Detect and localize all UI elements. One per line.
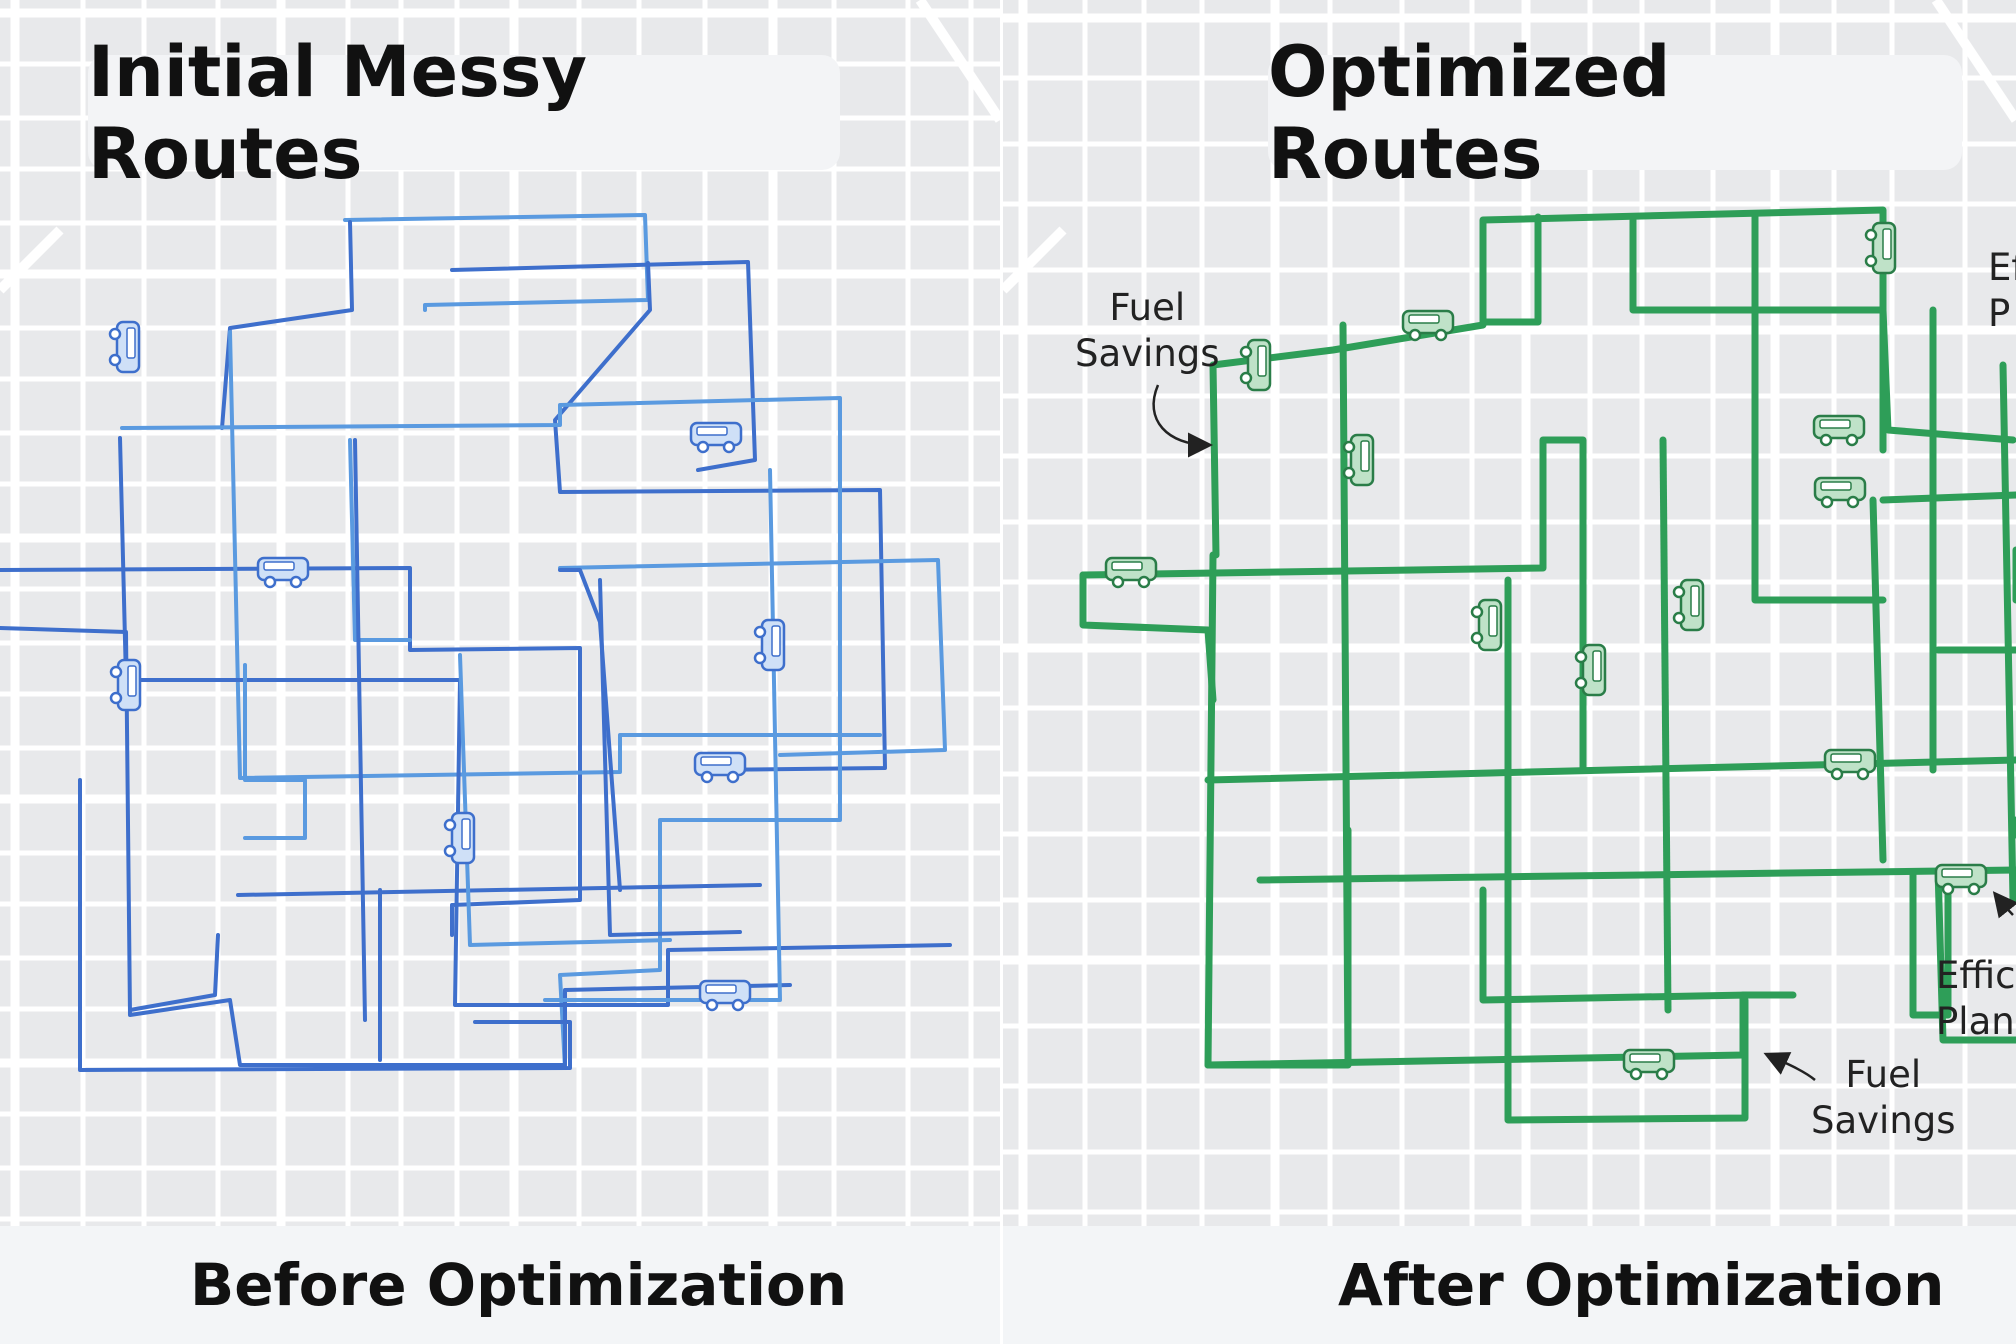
route-path — [598, 578, 742, 937]
van-icon — [753, 618, 786, 672]
van-icon — [689, 421, 743, 454]
annotation-fuel-savings-bottom: Fuel Savings — [1811, 1053, 1956, 1142]
van-icon — [1813, 476, 1867, 509]
van-icon — [256, 556, 310, 589]
route-path — [120, 396, 842, 1070]
route-path — [243, 663, 307, 840]
route-path — [1204, 991, 1797, 1069]
route-path — [1079, 571, 1217, 704]
van-icon — [1812, 414, 1866, 447]
van-icon — [1470, 598, 1503, 652]
van-icon — [1672, 578, 1705, 632]
route-path — [1339, 321, 1352, 1064]
after-panel: Optimized Routes Fuel Savings Ef P Effic… — [1003, 0, 2016, 1344]
van-icon — [698, 979, 752, 1012]
curved-arrow-icon — [1152, 384, 1213, 458]
annotation-cut-right: Ef P — [1988, 246, 2016, 335]
van-icon — [109, 658, 142, 712]
van-icon — [1239, 338, 1272, 392]
van-icon — [1574, 643, 1607, 697]
van-icon — [108, 320, 141, 374]
after-caption: After Optimization — [1003, 1226, 2016, 1344]
route-path — [558, 568, 622, 892]
street-line — [1931, 0, 2016, 123]
route-path — [1256, 866, 2016, 884]
van-icon — [1823, 748, 1877, 781]
van-icon — [1104, 556, 1158, 589]
curved-arrow-icon — [1763, 1052, 1816, 1081]
route-path — [1479, 886, 1752, 1004]
panel-divider — [1000, 0, 1003, 1344]
van-icon — [1934, 863, 1988, 896]
vehicle-markers — [1104, 221, 1988, 1081]
route-path — [236, 883, 762, 897]
after-title: Optimized Routes — [1268, 31, 1962, 195]
route-path — [1934, 866, 2016, 1044]
route-path — [1909, 866, 1952, 1019]
before-title: Initial Messy Routes — [88, 31, 840, 195]
route-path — [1479, 213, 1542, 326]
route-path — [1629, 216, 1887, 314]
annotation-fuel-savings-top: Fuel Savings — [1075, 286, 1220, 375]
route-path — [1079, 436, 1587, 774]
route-path — [228, 330, 882, 780]
route-path — [220, 220, 354, 430]
van-icon — [1622, 1048, 1676, 1081]
route-path — [1209, 206, 1887, 559]
route-path — [348, 438, 412, 642]
route-path — [458, 653, 672, 947]
route-path — [343, 213, 650, 312]
van-icon — [1401, 309, 1455, 342]
optimized-routes — [1079, 206, 2016, 1124]
van-icon — [693, 751, 747, 784]
route-path — [128, 933, 220, 1012]
van-icon — [1864, 221, 1897, 275]
before-route-map — [0, 0, 1000, 1230]
before-caption: Before Optimization — [0, 1226, 1000, 1344]
route-path — [558, 558, 947, 757]
annotation-efficient-planning: Effic Plan — [1936, 954, 2016, 1043]
route-path — [1751, 211, 1887, 604]
before-panel: Initial Messy Routes Before Optimization — [0, 0, 1000, 1344]
van-icon — [1342, 433, 1375, 487]
route-path — [1504, 576, 1749, 1124]
curved-arrow-icon — [1992, 891, 2016, 919]
route-path — [450, 260, 757, 472]
vehicle-markers — [108, 320, 786, 1012]
route-path — [353, 438, 367, 1022]
street-line — [1003, 226, 1067, 294]
annotation-arrows — [1152, 384, 2016, 1081]
route-path — [78, 778, 572, 1072]
route-path — [1999, 361, 2016, 904]
route-path — [1869, 496, 1887, 864]
van-icon — [443, 811, 476, 865]
route-path — [1659, 436, 1672, 1014]
route-path — [553, 261, 887, 772]
route-path — [0, 566, 582, 937]
street-line — [915, 0, 1000, 123]
route-path — [1879, 491, 2016, 504]
street-line — [0, 226, 64, 294]
